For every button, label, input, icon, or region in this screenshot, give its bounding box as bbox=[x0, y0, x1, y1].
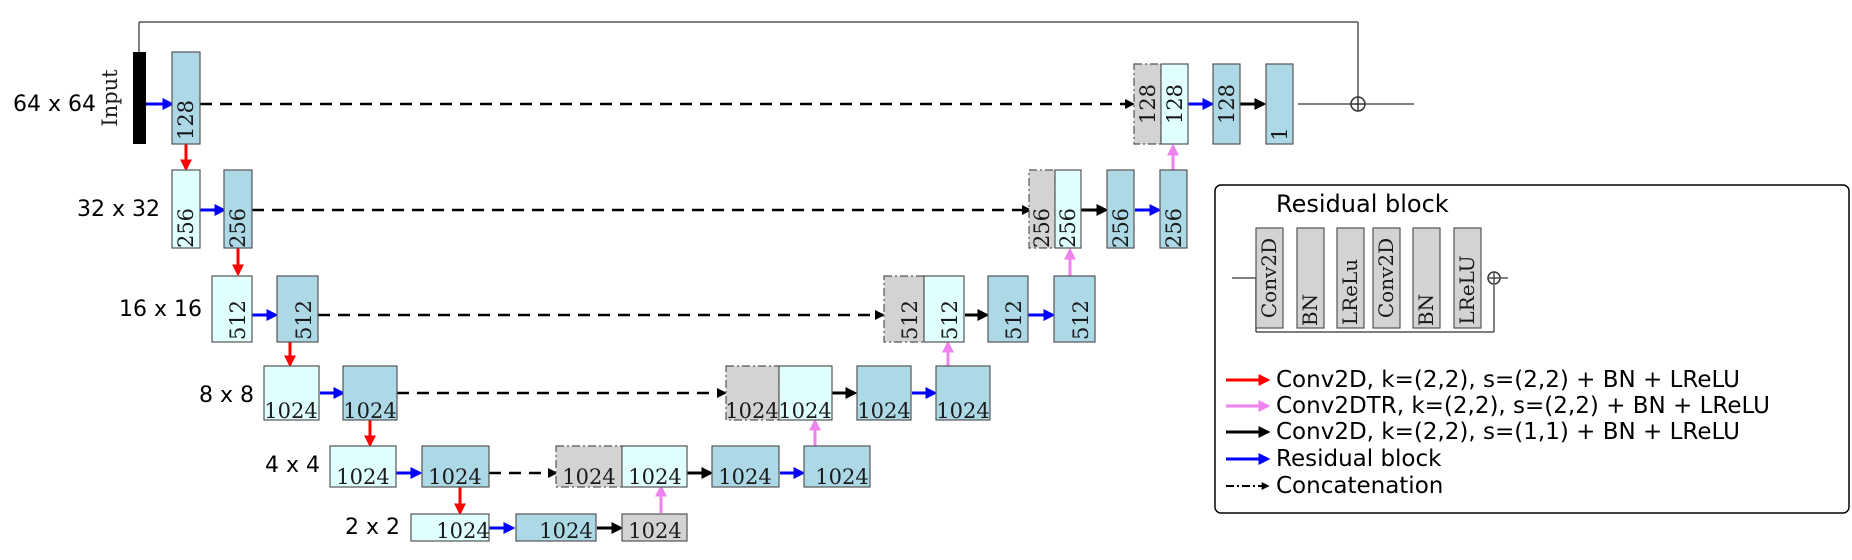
level-label-4: 4 x 4 bbox=[265, 453, 320, 478]
concat-block bbox=[883, 275, 925, 343]
level-label-32: 32 x 32 bbox=[77, 197, 160, 222]
feature-block bbox=[223, 169, 253, 249]
decoder-blocks: 1024 1024 1024 1024 1024 1024 1024 1024 … bbox=[555, 63, 1294, 489]
legend-item: Conv2D, k=(2,2), s=(2,2) + BN + LReLU bbox=[1276, 367, 1740, 393]
feature-block bbox=[276, 275, 319, 343]
block-label: 256 bbox=[1030, 208, 1054, 248]
block-label: 1024 bbox=[562, 465, 615, 489]
feature-block bbox=[856, 365, 912, 421]
residual-block-schematic: Conv2D BN LReLu Conv2D BN LReLU bbox=[1232, 227, 1508, 333]
block-label: 1024 bbox=[725, 399, 778, 423]
concat-block bbox=[555, 445, 623, 488]
block-label: 1024 bbox=[336, 465, 389, 489]
feature-block bbox=[263, 365, 320, 421]
block-label: 512 bbox=[1069, 300, 1093, 340]
feature-block bbox=[711, 445, 780, 488]
feature-block bbox=[1053, 275, 1096, 343]
block-label: 1024 bbox=[428, 465, 481, 489]
block-label: 256 bbox=[1056, 208, 1080, 248]
layer-label: LReLu bbox=[1338, 259, 1362, 325]
feature-block bbox=[1159, 169, 1188, 249]
block-label: 1024 bbox=[539, 519, 592, 543]
block-label: 256 bbox=[1162, 208, 1186, 248]
layer-label: BN bbox=[1298, 294, 1322, 326]
level-label-8: 8 x 8 bbox=[199, 383, 254, 408]
feature-block bbox=[1054, 169, 1082, 249]
layer-box bbox=[1412, 227, 1441, 329]
feature-block bbox=[171, 51, 201, 145]
block-label: 512 bbox=[938, 300, 962, 340]
feature-block bbox=[621, 513, 688, 542]
encoder-blocks: 128 256 256 512 512 1024 1024 1024 1024 bbox=[171, 51, 490, 489]
block-label: 128 bbox=[1136, 84, 1160, 124]
level-label-64: 64 x 64 bbox=[13, 92, 96, 117]
block-label: 256 bbox=[174, 208, 198, 248]
feature-block bbox=[211, 275, 253, 343]
level-labels: 64 x 64 32 x 32 16 x 16 8 x 8 4 x 4 2 x … bbox=[13, 92, 400, 540]
legend-item: Conv2D, k=(2,2), s=(1,1) + BN + LReLU bbox=[1276, 419, 1740, 445]
feature-block bbox=[923, 275, 965, 343]
layer-label: BN bbox=[1414, 294, 1438, 326]
block-label: 1024 bbox=[718, 465, 771, 489]
input-label: Input bbox=[98, 69, 122, 127]
block-label: 1024 bbox=[264, 399, 317, 423]
block-label: 512 bbox=[292, 300, 316, 340]
feature-block bbox=[1160, 63, 1189, 145]
feature-block bbox=[329, 445, 397, 488]
concat-block bbox=[1028, 169, 1056, 249]
level-label-16: 16 x 16 bbox=[119, 297, 202, 322]
output-block bbox=[1265, 63, 1294, 145]
block-label: 512 bbox=[226, 300, 250, 340]
block-label: 1024 bbox=[343, 399, 396, 423]
layer-box bbox=[1453, 227, 1482, 329]
feature-block bbox=[1212, 63, 1241, 145]
layer-box bbox=[1336, 227, 1365, 329]
feature-block bbox=[987, 275, 1029, 343]
feature-block bbox=[342, 365, 398, 421]
input-bar bbox=[133, 52, 146, 144]
feature-block bbox=[778, 365, 833, 421]
legend-title: Residual block bbox=[1276, 190, 1449, 218]
layer-box bbox=[1296, 227, 1325, 329]
bottleneck-blocks: 1024 1024 1024 bbox=[410, 513, 688, 543]
feature-block bbox=[935, 365, 991, 421]
block-label: 1024 bbox=[436, 519, 489, 543]
connections bbox=[146, 98, 1267, 534]
block-label: 1024 bbox=[778, 399, 831, 423]
feature-block bbox=[421, 445, 490, 488]
feature-block bbox=[803, 445, 871, 488]
global-skip-connection bbox=[138, 21, 1414, 112]
layer-label: Conv2D bbox=[1374, 238, 1398, 318]
block-label: 256 bbox=[1109, 208, 1133, 248]
block-label: 1024 bbox=[628, 465, 681, 489]
block-label: 1024 bbox=[857, 399, 910, 423]
block-label: 512 bbox=[1002, 300, 1026, 340]
block-label: 128 bbox=[1163, 84, 1187, 124]
layer-label: Conv2D bbox=[1257, 238, 1281, 318]
block-label: 512 bbox=[898, 300, 922, 340]
legend-items: Conv2D, k=(2,2), s=(2,2) + BN + LReLU Co… bbox=[1226, 367, 1770, 499]
block-label: 1024 bbox=[815, 465, 868, 489]
block-label: 1024 bbox=[628, 519, 681, 543]
layer-box bbox=[1372, 227, 1401, 329]
feature-block bbox=[171, 169, 201, 249]
legend: Residual block Conv2D BN LReLu Conv2D BN… bbox=[1214, 184, 1850, 514]
layer-box bbox=[1255, 227, 1284, 329]
feature-block bbox=[515, 513, 597, 542]
block-label: 128 bbox=[174, 100, 198, 140]
feature-block bbox=[410, 513, 490, 542]
level-label-2: 2 x 2 bbox=[345, 515, 400, 540]
legend-item: Conv2DTR, k=(2,2), s=(2,2) + BN + LReLU bbox=[1276, 393, 1770, 419]
feature-block bbox=[621, 445, 688, 488]
feature-block bbox=[1106, 169, 1135, 249]
legend-item: Concatenation bbox=[1276, 473, 1443, 499]
layer-label: LReLU bbox=[1455, 255, 1479, 324]
block-label: 1024 bbox=[936, 399, 989, 423]
block-label: 1 bbox=[1268, 127, 1292, 140]
block-label: 128 bbox=[1215, 84, 1239, 124]
legend-item: Residual block bbox=[1276, 446, 1442, 472]
block-label: 256 bbox=[226, 208, 250, 248]
